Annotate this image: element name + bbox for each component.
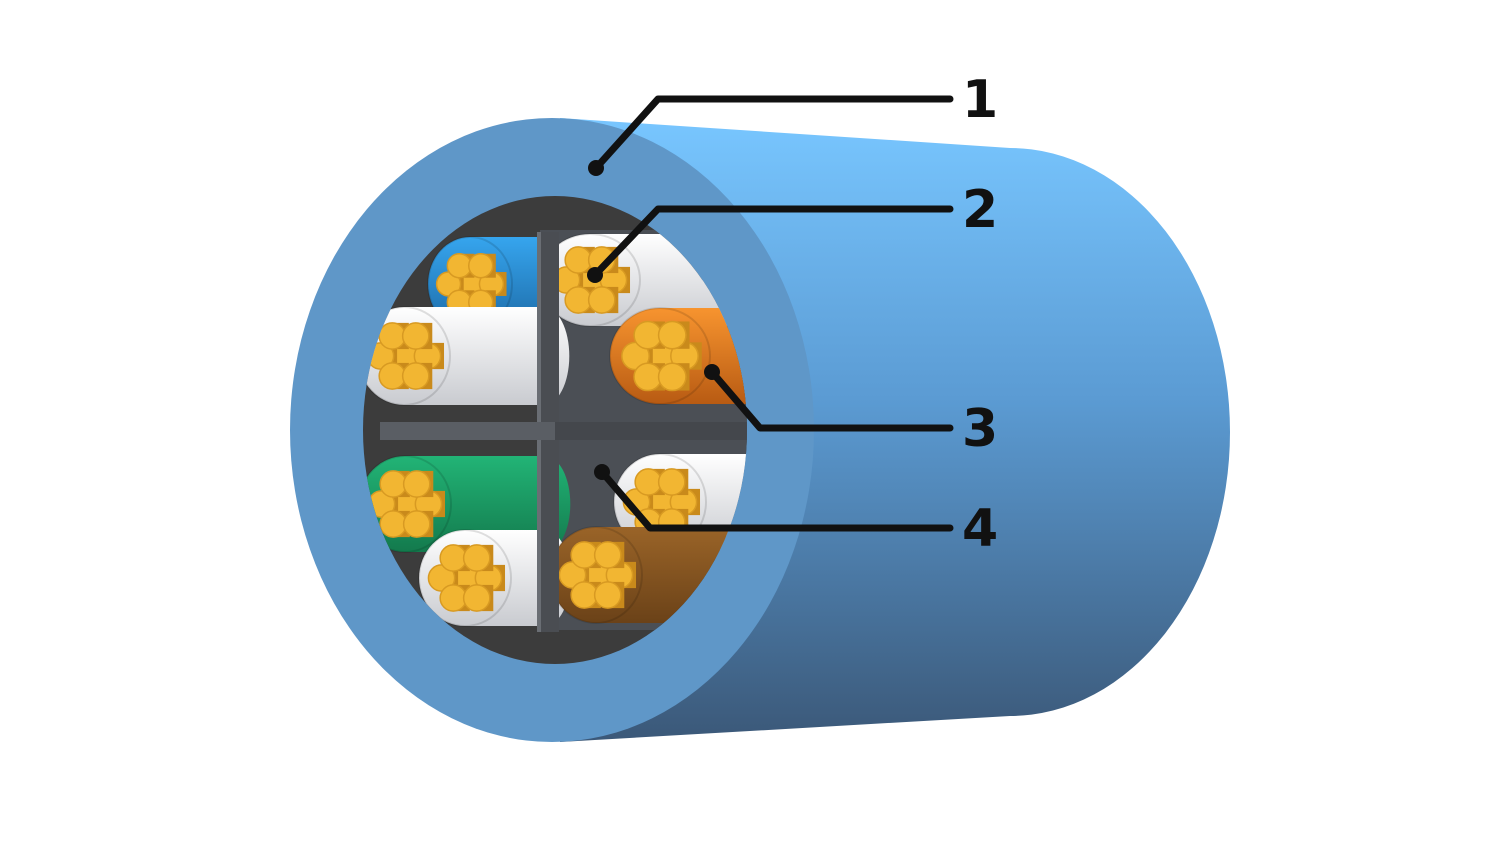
strand-end bbox=[378, 362, 407, 390]
cross-separator-horizontal-back bbox=[555, 422, 747, 440]
strand-end bbox=[657, 468, 686, 496]
leader-dot-2 bbox=[587, 267, 603, 283]
strand-end bbox=[401, 322, 430, 350]
callout-number-4: 4 bbox=[962, 499, 998, 559]
strand-end bbox=[633, 320, 663, 350]
strand-end bbox=[633, 362, 663, 392]
strand-end bbox=[657, 320, 687, 350]
strand-end bbox=[402, 470, 431, 498]
strand-end bbox=[402, 510, 431, 538]
strand-end bbox=[593, 541, 622, 569]
leader-dots bbox=[587, 160, 720, 480]
conductor-strands-icon bbox=[367, 470, 446, 538]
strand-end bbox=[570, 581, 599, 609]
strand-end bbox=[379, 470, 408, 498]
leader-dot-4 bbox=[594, 464, 610, 480]
strand-end bbox=[657, 362, 687, 392]
strand-end bbox=[439, 544, 468, 572]
conductor-white-green bbox=[418, 529, 571, 627]
callout-number-1: 1 bbox=[962, 70, 998, 130]
conductor-strands-icon bbox=[427, 544, 506, 612]
callout-number-2: 2 bbox=[962, 180, 998, 240]
strand-end bbox=[467, 253, 494, 279]
strand-end bbox=[378, 322, 407, 350]
leader-line-1 bbox=[592, 95, 954, 172]
strand-end bbox=[462, 584, 491, 612]
leader-line-2 bbox=[591, 205, 954, 279]
strand-end bbox=[593, 581, 622, 609]
leader-dot-3 bbox=[704, 364, 720, 380]
strand-end bbox=[439, 584, 468, 612]
strand-end bbox=[564, 286, 593, 314]
strand-end bbox=[446, 253, 473, 279]
conductor-strands-icon bbox=[366, 322, 445, 390]
callout-number-3: 3 bbox=[962, 399, 998, 459]
strand-end bbox=[634, 468, 663, 496]
strand-end bbox=[587, 286, 616, 314]
conductor-strands-icon bbox=[558, 541, 637, 609]
conductor-strands-icon bbox=[621, 320, 702, 392]
strand-end bbox=[570, 541, 599, 569]
strand-end bbox=[379, 510, 408, 538]
conductor-orange bbox=[609, 307, 747, 405]
strand-end bbox=[462, 544, 491, 572]
strand-end bbox=[401, 362, 430, 390]
leader-line-4 bbox=[598, 468, 954, 532]
strand-end bbox=[564, 246, 593, 274]
leader-dot-1 bbox=[588, 160, 604, 176]
leader-line-3 bbox=[708, 368, 954, 432]
leader-lines bbox=[591, 95, 954, 532]
